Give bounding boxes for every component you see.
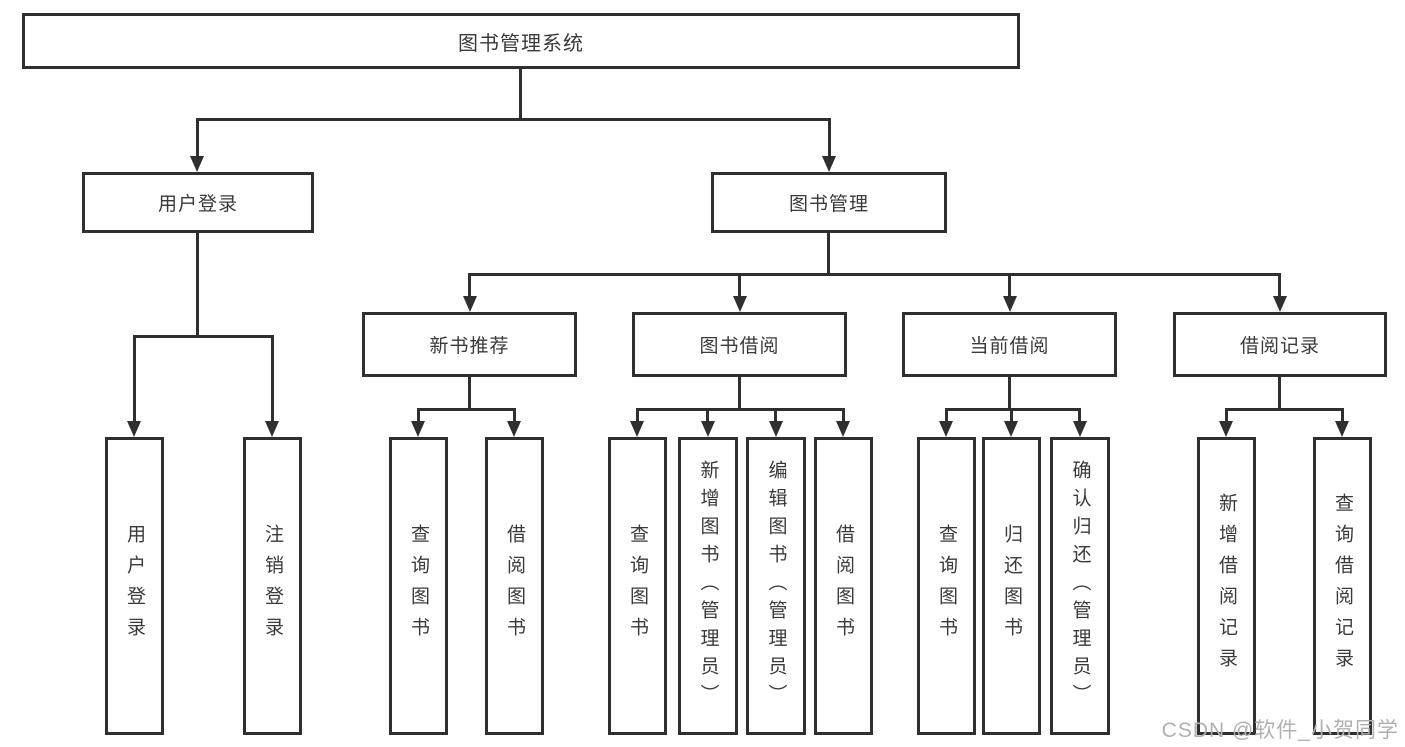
leaf-borrow-query-books: 查询图书 [608,437,667,735]
arrow-down-icon [733,296,747,312]
node-borrowing-records: 借阅记录 [1173,312,1387,377]
arrow-down-icon [630,421,644,437]
leaf-borrow-add-books-admin: 新增图书（管理员） [678,437,738,735]
connector-v [827,233,830,276]
leaf-label: 查询图书 [408,524,429,648]
leaf-rec-query-books: 查询图书 [389,437,448,735]
connector-v [417,411,420,423]
arrow-down-icon [190,156,204,172]
connector-v [828,121,831,158]
arrow-down-icon [507,421,521,437]
leaf-borrow-borrow-books: 借阅图书 [814,437,873,735]
connector-v [1278,276,1281,298]
connector-h [133,335,274,338]
node-label: 图书管理系统 [458,32,584,55]
connector-v [738,377,741,411]
connector-v [468,276,471,298]
leaf-label: 借阅图书 [833,524,854,648]
connector-v [706,411,709,423]
leaf-rec-borrow-books: 借阅图书 [485,437,544,735]
node-current-borrowing: 当前借阅 [902,312,1117,377]
arrow-down-icon [1003,296,1017,312]
node-library-management-system: 图书管理系统 [22,13,1020,69]
arrow-down-icon [822,156,836,172]
connector-v [271,338,274,423]
connector-v [1008,377,1011,411]
arrow-down-icon [265,421,279,437]
arrow-down-icon [463,296,477,312]
leaf-label: 用户登录 [124,524,145,648]
connector-v [1078,411,1081,423]
arrow-down-icon [769,421,783,437]
leaf-label: 查询图书 [936,524,957,648]
connector-h [417,408,516,411]
arrow-down-icon [1073,421,1087,437]
leaf-current-confirm-return-admin: 确认归还（管理员） [1050,437,1110,735]
leaf-borrow-edit-books-admin: 编辑图书（管理员） [746,437,806,735]
connector-v [738,276,741,298]
arrow-down-icon [701,421,715,437]
connector-h [945,408,1081,411]
arrow-down-icon [411,421,425,437]
connector-h [196,118,831,121]
connector-v [945,411,948,423]
connector-v [1010,411,1013,423]
node-user-login: 用户登录 [82,172,314,233]
connector-v [1278,377,1281,411]
arrow-down-icon [939,421,953,437]
arrow-down-icon [127,421,141,437]
leaf-records-query-record: 查询借阅记录 [1313,437,1372,735]
leaf-label: 归还图书 [1001,524,1022,648]
leaf-label: 查询借阅记录 [1332,493,1353,679]
connector-v [1341,411,1344,423]
watermark: CSDN @软件_小贺同学 [1161,719,1399,742]
connector-v [196,233,199,338]
leaf-label: 借阅图书 [504,524,525,648]
node-label: 图书借阅 [699,336,780,357]
arrow-down-icon [836,421,850,437]
leaf-label: 查询图书 [627,524,648,648]
arrow-down-icon [1004,421,1018,437]
connector-v [196,121,199,158]
node-new-book-recommendation: 新书推荐 [362,312,577,377]
leaf-label: 注销登录 [262,524,283,648]
connector-h [468,273,1281,276]
node-label: 当前借阅 [969,336,1050,357]
node-book-management: 图书管理 [711,172,947,233]
connector-v [1225,411,1228,423]
connector-v [513,411,516,423]
node-label: 图书管理 [788,194,869,215]
connector-h [636,408,845,411]
leaf-label: 编辑图书（管理员） [765,460,787,712]
leaf-current-query-books: 查询图书 [917,437,976,735]
arrow-down-icon [1335,421,1349,437]
leaf-label: 新增借阅记录 [1216,493,1237,679]
connector-v [774,411,777,423]
node-label: 借阅记录 [1239,336,1320,357]
node-book-borrowing: 图书借阅 [632,312,847,377]
node-label: 新书推荐 [429,336,510,357]
connector-v [636,411,639,423]
leaf-records-add-record: 新增借阅记录 [1197,437,1256,735]
leaf-current-return-books: 归还图书 [982,437,1041,735]
connector-v [842,411,845,423]
leaf-label: 确认归还（管理员） [1069,460,1091,712]
connector-v [133,338,136,423]
leaf-user-login: 用户登录 [105,437,164,735]
arrow-down-icon [1219,421,1233,437]
connector-v [1008,276,1011,298]
connector-v [468,377,471,411]
leaf-label: 新增图书（管理员） [697,460,719,712]
arrow-down-icon [1273,296,1287,312]
node-label: 用户登录 [157,194,238,215]
connector-v [519,69,522,121]
leaf-logout-login: 注销登录 [243,437,302,735]
connector-h [1225,408,1344,411]
